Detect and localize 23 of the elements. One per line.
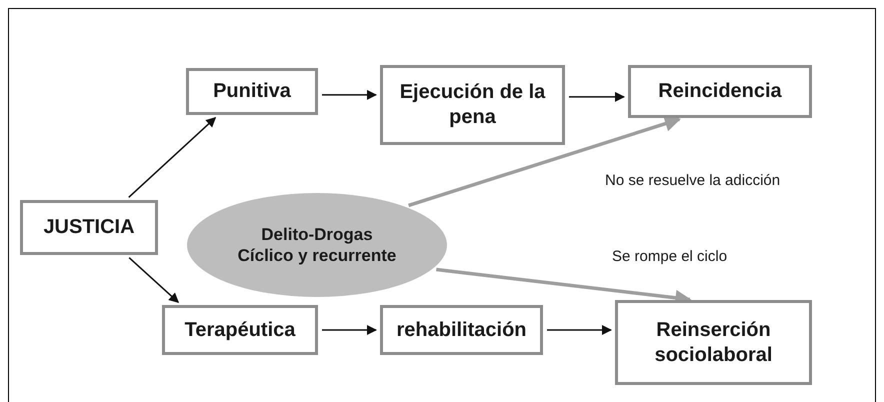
node-label: Delito-Drogas	[261, 224, 373, 245]
node-label: rehabilitación	[396, 318, 527, 342]
node-label: Terapéutica	[184, 318, 296, 342]
process-box	[628, 65, 812, 118]
node-label: Reinserción sociolaboral	[654, 318, 774, 368]
process-box	[380, 305, 543, 355]
arrow	[322, 325, 377, 335]
node-label: JUSTICIA	[43, 215, 135, 240]
node-label: Reincidencia	[658, 79, 782, 104]
node-label: Cíclico y recurrente	[238, 245, 396, 266]
arrow	[128, 257, 180, 303]
arrow	[547, 325, 612, 335]
process-box	[20, 200, 158, 255]
node-label: Ejecución de la pena	[398, 80, 546, 130]
process-box	[186, 68, 318, 115]
arrow	[128, 117, 216, 198]
arrow	[408, 116, 681, 208]
process-box	[162, 305, 318, 355]
process-box	[615, 300, 812, 385]
node-label: Punitiva	[213, 79, 291, 104]
process-box	[380, 65, 565, 145]
arrow	[569, 92, 625, 102]
arrow	[322, 90, 377, 100]
